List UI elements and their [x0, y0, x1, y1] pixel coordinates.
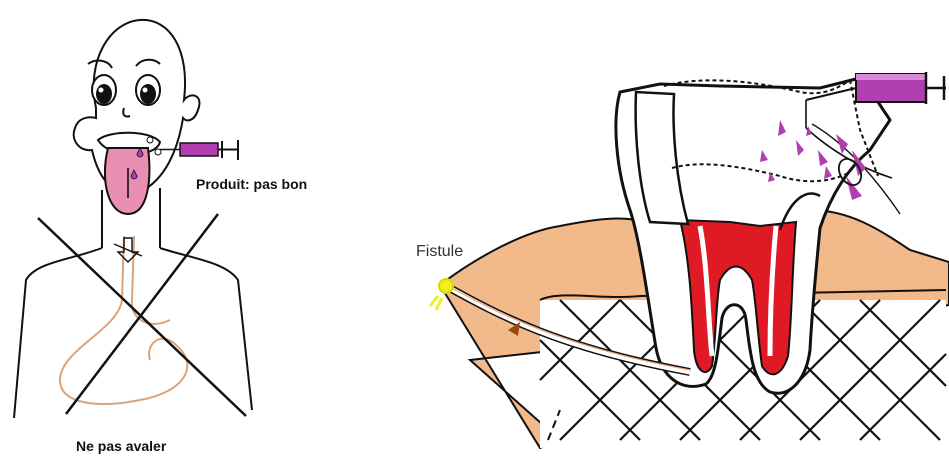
- cross-out-line-1: [38, 218, 246, 416]
- left-eyebrow: [88, 61, 112, 68]
- person-figure: [14, 20, 252, 418]
- tooth-diagram: [430, 78, 949, 448]
- fistula-label: Fistule: [416, 243, 463, 261]
- nose: [123, 108, 130, 117]
- fistula-tip: [439, 279, 453, 293]
- product-label: Produit: pas bon: [196, 176, 307, 192]
- tongue: [105, 148, 149, 214]
- do-not-swallow-label: Ne pas avaler: [76, 438, 166, 454]
- cross-out-line-2: [66, 214, 218, 414]
- bone-grid-icon: [540, 290, 946, 448]
- right-eyebrow: [136, 60, 160, 66]
